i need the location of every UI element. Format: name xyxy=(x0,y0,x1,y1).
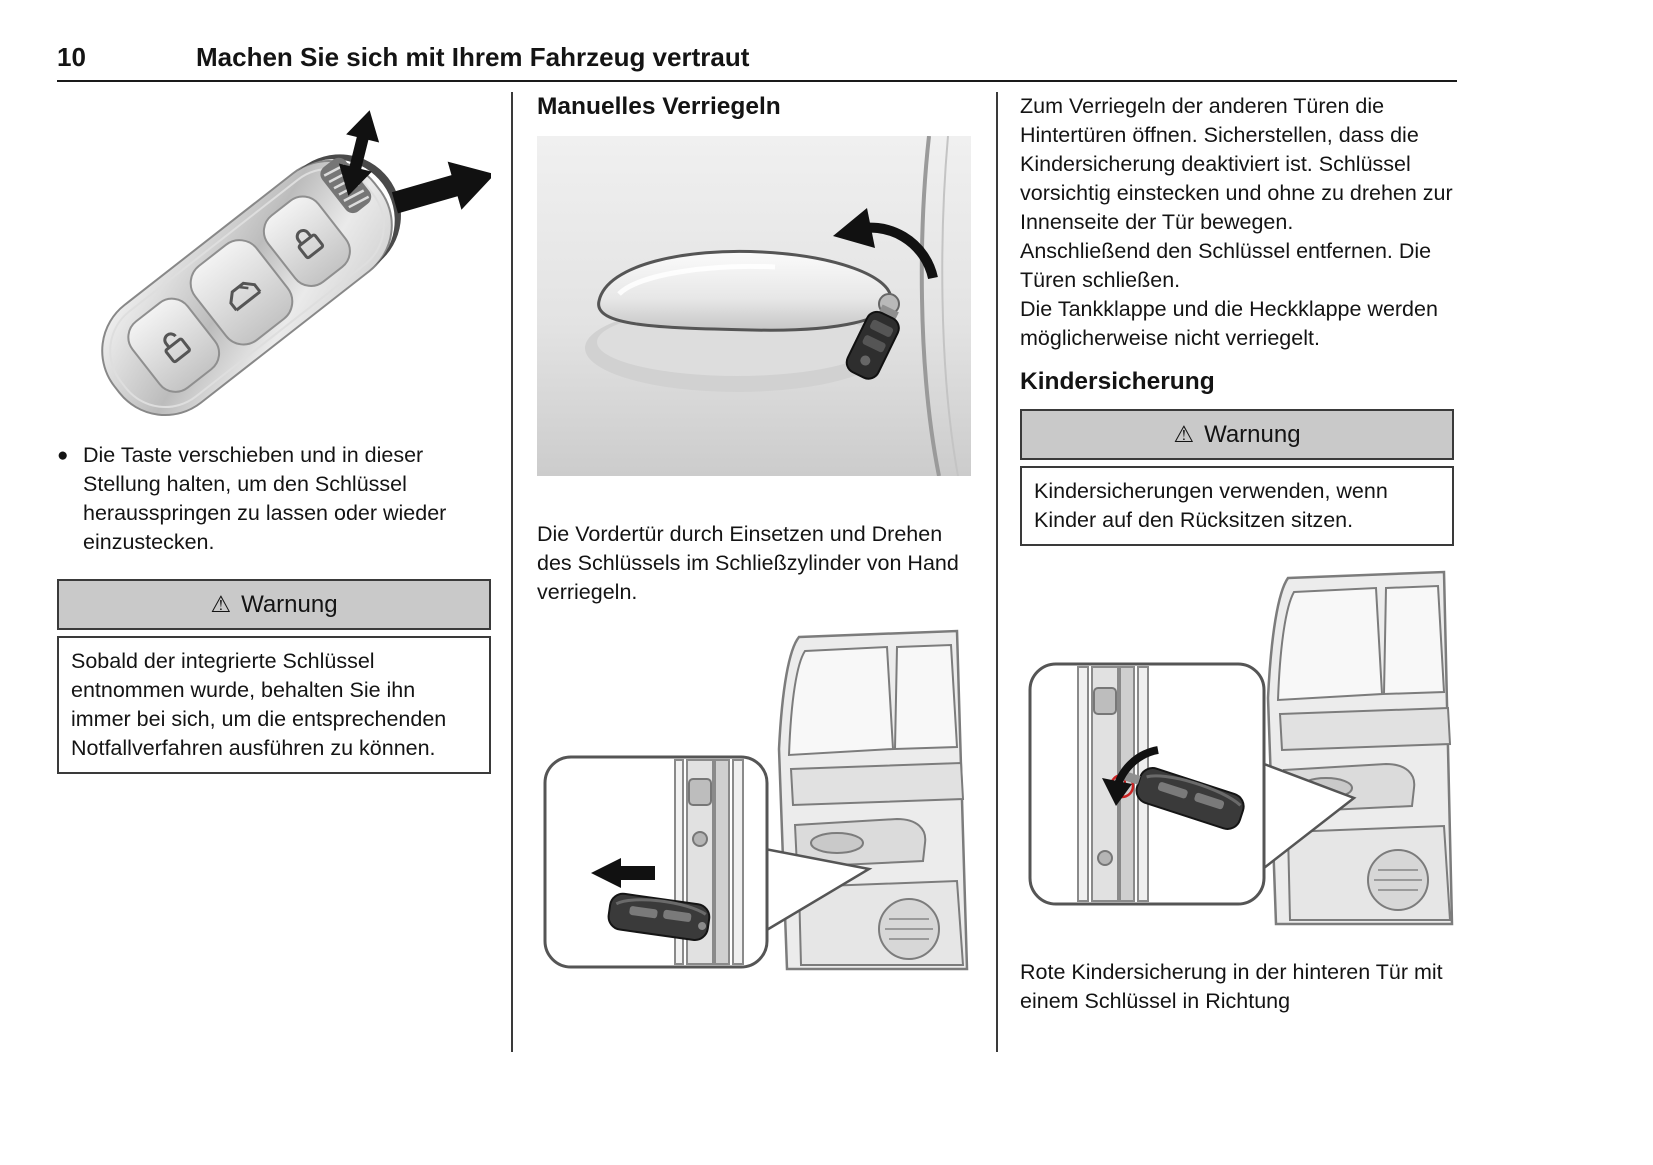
key-illustration xyxy=(1102,746,1245,830)
column-divider-1 xyxy=(511,92,513,1052)
warning-body: Kindersicherungen verwenden, wenn Kinder… xyxy=(1020,466,1454,546)
child-lock-caption: Rote Kindersicherung in der hinteren Tür… xyxy=(1020,960,1443,1013)
header-rule xyxy=(57,80,1457,82)
paragraph-lock-other-doors: Zum Verriegeln der anderen Türen die Hin… xyxy=(1020,94,1453,234)
column-2: Manuelles Verriegeln xyxy=(537,92,971,974)
door-handle-illustration xyxy=(537,136,971,476)
bullet-icon: ● xyxy=(57,445,69,466)
warning-box-child-lock: ⚠ Warnung Kindersicherungen verwenden, we… xyxy=(1020,409,1454,546)
warning-body: Sobald der integrierte Schlüssel entnomm… xyxy=(57,636,491,774)
warning-icon: ⚠ xyxy=(1173,421,1195,447)
bullet-item: ● Die Taste verschieben und in dieser St… xyxy=(57,441,491,557)
column-divider-2 xyxy=(996,92,998,1052)
warning-title: Warnung xyxy=(241,591,338,618)
section-heading-manuelles-verriegeln: Manuelles Verriegeln xyxy=(537,93,781,120)
page-title: Machen Sie sich mit Ihrem Fahrzeug vertr… xyxy=(196,42,750,72)
insert-arrow-icon xyxy=(591,858,655,888)
key-in-lock xyxy=(845,293,900,380)
bullet-text: Die Taste verschieben und in dieser Stel… xyxy=(83,443,447,554)
rotate-arrow-icon xyxy=(833,208,938,280)
eject-arrow-icon xyxy=(391,161,491,214)
warning-header: ⚠ Warnung xyxy=(1020,409,1454,460)
door-handle-figure xyxy=(537,136,971,476)
door-edge-inset xyxy=(1028,662,1266,906)
rear-door-key-figure xyxy=(537,629,971,974)
column-1: ● Die Taste verschieben und in dieser St… xyxy=(57,92,491,774)
key-fob-illustration xyxy=(101,110,491,417)
turn-arrow-icon xyxy=(1102,746,1159,806)
page-number: 10 xyxy=(57,42,86,72)
warning-header: ⚠ Warnung xyxy=(57,579,491,630)
manual-lock-caption: Die Vordertür durch Einsetzen und Drehen… xyxy=(537,522,959,604)
child-lock-figure xyxy=(1020,568,1454,928)
warning-box: ⚠ Warnung Sobald der integrierte Schlüsse… xyxy=(57,579,491,774)
key-fob-figure xyxy=(57,103,491,433)
rear-door-drawing xyxy=(777,629,969,971)
slide-arrow-icon xyxy=(338,110,380,196)
lock-icon xyxy=(295,228,325,260)
trunk-icon xyxy=(229,281,262,312)
child-lock-illustration xyxy=(1028,570,1454,926)
unlock-icon xyxy=(163,332,191,364)
door-seam xyxy=(919,136,941,476)
door-edge-inset xyxy=(543,755,769,969)
key-illustration xyxy=(591,858,711,941)
warning-title: Warnung xyxy=(1204,421,1301,448)
paragraph-fuel-flap: Die Tankklappe und die Heckklappe werden… xyxy=(1020,297,1438,350)
section-heading-kindersicherung: Kindersicherung xyxy=(1020,368,1215,395)
rear-door-drawing xyxy=(1266,570,1454,926)
rear-door-key-illustration xyxy=(543,629,969,971)
warning-icon: ⚠ xyxy=(210,591,232,617)
paragraph-remove-key: Anschließend den Schlüssel entfernen. Di… xyxy=(1020,239,1432,292)
column-3: Zum Verriegeln der anderen Türen die Hin… xyxy=(1020,92,1454,1016)
